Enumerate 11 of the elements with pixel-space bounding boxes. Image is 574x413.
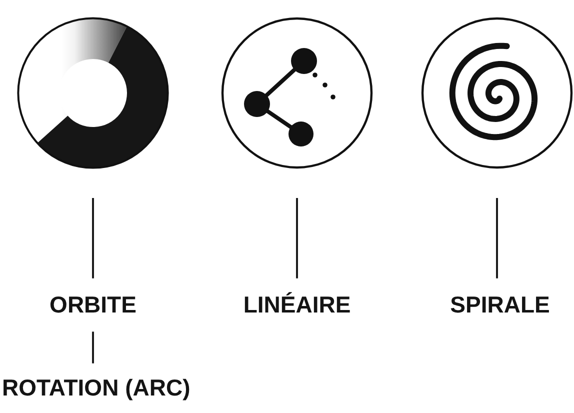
connector-line bbox=[496, 198, 498, 278]
connector-line bbox=[92, 332, 94, 364]
connector-line bbox=[92, 198, 94, 278]
circle-frame bbox=[421, 17, 573, 169]
category-label: ORBITE bbox=[50, 292, 136, 318]
category-label: SPIRALE bbox=[450, 292, 550, 318]
connector-line bbox=[296, 198, 298, 278]
category-label: ROTATION (ARC) bbox=[2, 375, 190, 401]
category-label: LINÉAIRE bbox=[243, 292, 351, 318]
circle-frame bbox=[221, 17, 373, 169]
donut-icon bbox=[17, 17, 169, 169]
